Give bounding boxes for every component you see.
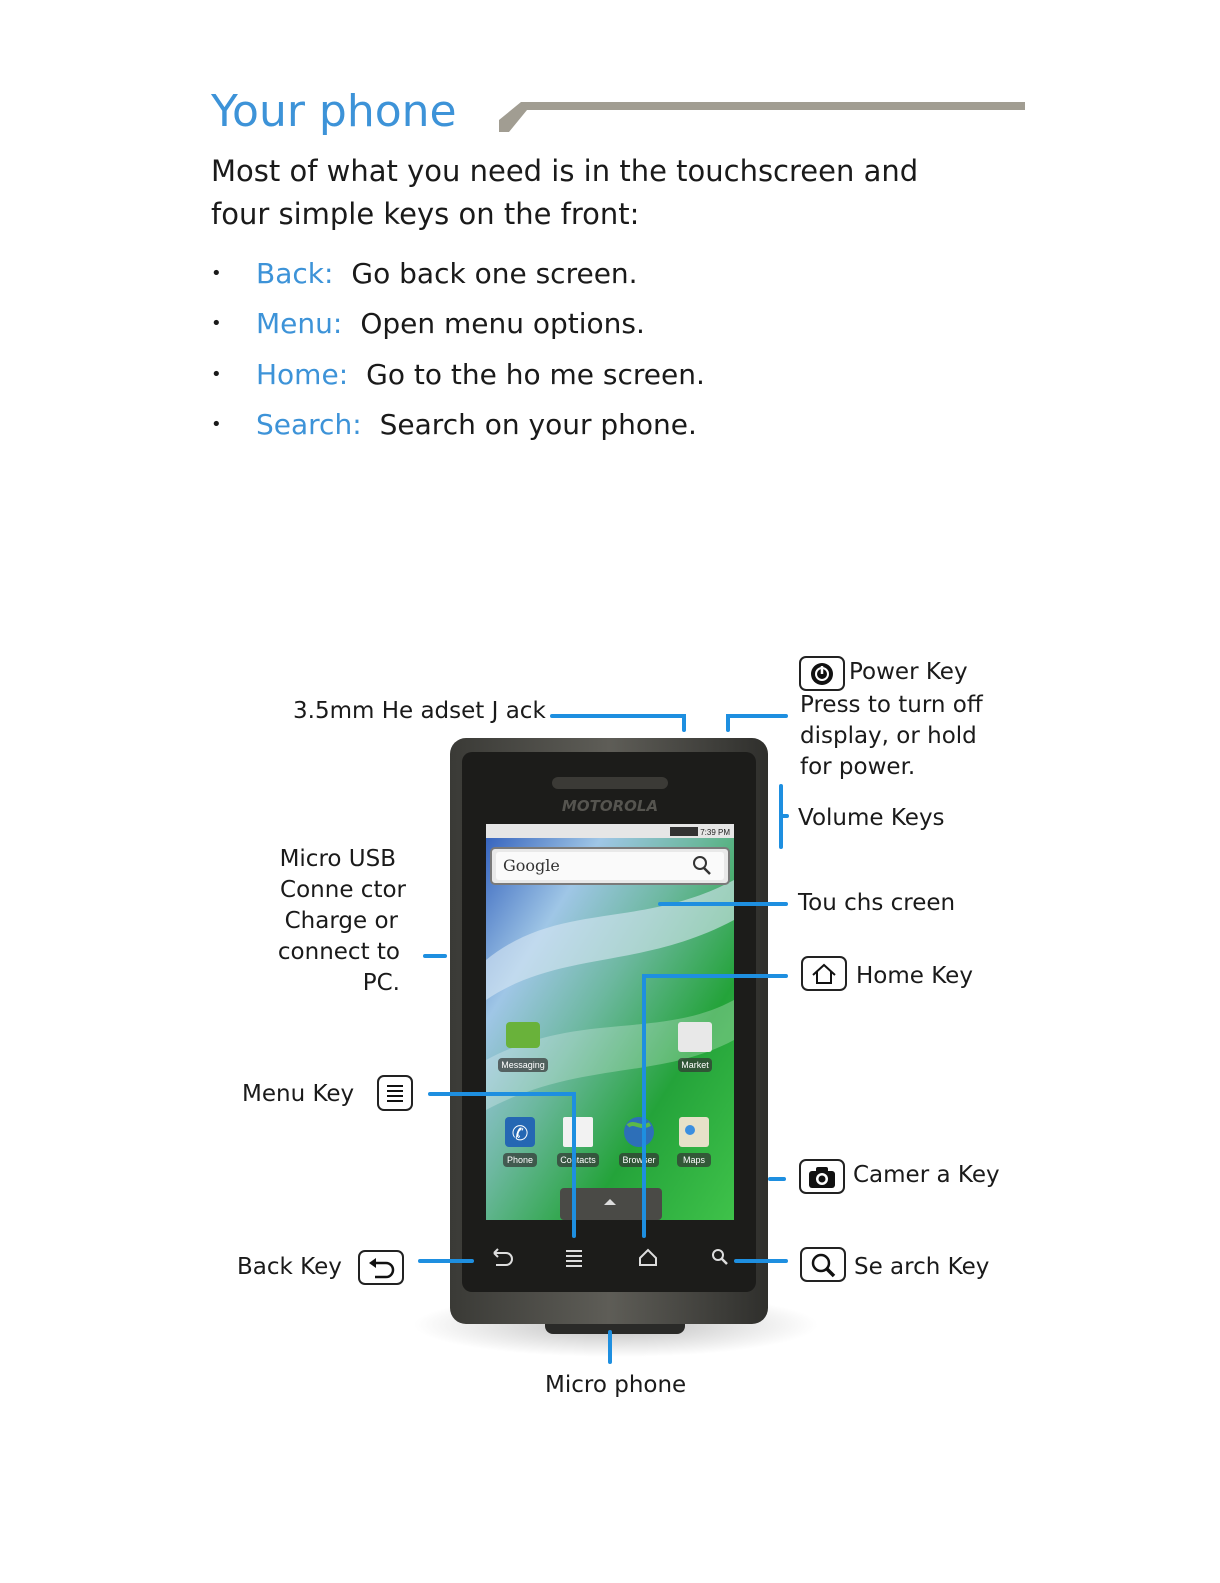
app-phone[interactable]: ✆ Phone [503,1117,537,1167]
app-label: Messaging [501,1060,545,1070]
phone-back-key[interactable] [493,1248,513,1266]
app-label: Maps [683,1155,706,1165]
app-browser[interactable]: Browser [619,1117,659,1167]
title-decoration-bar [499,102,1025,132]
usb-line: Charge or [284,908,398,934]
earpiece [552,777,668,789]
callout-headset-jack: 3.5mm He adset J ack [293,698,546,724]
bullet-text: Go to the ho me screen. [366,357,705,391]
home-icon [812,963,836,984]
callout-camera-key: Camer a Key [853,1162,1000,1188]
callout-back-key: Back Key [237,1254,342,1280]
bullet-text: Go back one screen. [351,256,638,290]
power-desc-line: display, or hold [800,723,977,749]
list-item: •Back:Go back one screen. [211,256,638,290]
menu-key-icon-box [377,1075,413,1111]
callout-search-key: Se arch Key [854,1254,990,1280]
app-label: Phone [507,1155,533,1165]
power-key-icon-box [799,656,845,691]
phone-home-key[interactable] [639,1248,657,1266]
usb-line: Conne ctor [280,877,406,903]
callout-power-desc: Press to turn off display, or hold for p… [800,690,983,783]
app-label: Browser [622,1155,655,1165]
app-label: Market [681,1060,709,1070]
usb-line: Micro USB [279,846,396,872]
power-icon [811,662,833,685]
leader-lines [418,714,789,1364]
callout-home-key: Home Key [856,963,973,989]
app-market[interactable]: Market [678,1022,712,1072]
bullet-key: Home: [256,357,349,391]
callout-volume-keys: Volume Keys [798,805,945,831]
callout-microphone: Micro phone [545,1372,687,1398]
back-key-icon-box [358,1250,404,1285]
search-key-icon-box [800,1247,846,1282]
bullet-key: Search: [256,408,362,442]
camera-icon [809,1166,835,1188]
magnifier-icon [811,1253,836,1277]
search-widget-label: Google [503,856,560,875]
bullet-key: Menu: [256,307,343,341]
back-arrow-icon [369,1257,395,1278]
app-messaging[interactable]: Messaging [498,1022,548,1072]
list-item: •Home:Go to the ho me screen. [211,357,705,391]
callout-menu-key: Menu Key [242,1081,355,1107]
camera-key-icon-box [799,1159,845,1194]
home-key-icon-box [801,956,847,991]
callout-power-key: Power Key [849,659,968,685]
search-icon [693,856,711,875]
svg-text:✆: ✆ [512,1121,529,1145]
app-maps[interactable]: Maps [677,1117,711,1167]
phone-search-key[interactable] [712,1249,728,1265]
menu-icon [387,1085,403,1102]
intro-text: Most of what you need is in the touchscr… [211,154,919,231]
callout-touchscreen: Tou chs creen [798,890,956,916]
power-desc-line: Press to turn off [800,692,983,718]
status-icons [670,827,698,836]
app-label: Contacts [560,1155,596,1165]
bullet-text: Search on your phone. [379,408,697,442]
brand-logo: MOTOROLA [562,797,658,815]
callout-usb: Micro USB Conne ctor Charge or connect t… [240,844,406,999]
app-contacts[interactable]: Contacts [557,1117,599,1167]
status-time: 7:39 PM [700,828,730,837]
power-desc-line: for power. [800,754,916,780]
phone-menu-key[interactable] [566,1250,582,1267]
bullet-key: Back: [256,256,334,290]
usb-line: connect to PC. [277,939,400,996]
list-item: •Menu:Open menu options. [211,307,645,341]
page-title: Your phone [211,86,457,137]
key-list: •Back:Go back one screen. •Menu:Open men… [211,248,705,450]
list-item: •Search:Search on your phone. [211,408,697,442]
bullet-text: Open menu options. [360,307,645,341]
